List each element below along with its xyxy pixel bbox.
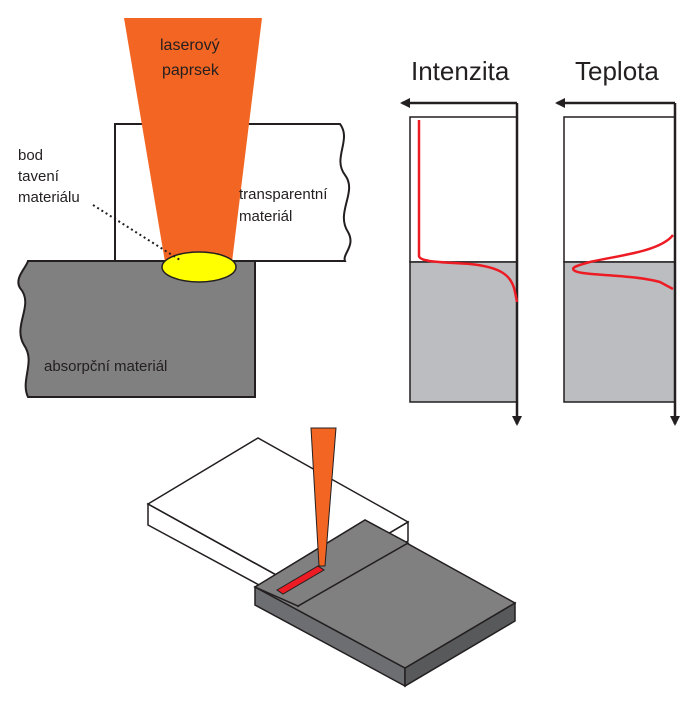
intensity-lower-region bbox=[409, 261, 518, 403]
temperature-lower-region bbox=[563, 261, 676, 403]
laser-beam-small bbox=[310, 427, 337, 567]
absorbing-material-block bbox=[17, 260, 256, 398]
absorbing-label: absorpční materiál bbox=[44, 358, 167, 375]
beam-label-line2: paprsek bbox=[162, 62, 220, 79]
melt-label-line1: bod bbox=[18, 147, 43, 164]
intensity-title: Intenzita bbox=[411, 56, 510, 86]
melt-label-line2: tavení bbox=[18, 168, 60, 185]
transparent-label-line2: materiál bbox=[239, 208, 292, 225]
weld-seam bbox=[276, 565, 325, 595]
isometric-illustration bbox=[146, 427, 517, 688]
temperature-graph: Teplota bbox=[555, 56, 680, 426]
melt-point-leader bbox=[92, 204, 181, 261]
intensity-graph: Intenzita bbox=[400, 56, 522, 426]
melt-point bbox=[161, 251, 237, 283]
intensity-curve bbox=[417, 120, 519, 303]
intensity-upper-region bbox=[409, 116, 518, 263]
temperature-upper-region bbox=[563, 116, 676, 263]
temperature-title: Teplota bbox=[575, 56, 659, 86]
laser-beam bbox=[124, 18, 262, 262]
melt-label-line3: materiálu bbox=[18, 189, 80, 206]
transparent-label-line1: transparentní bbox=[239, 186, 328, 203]
cross-section: laserový paprsek bod tavení materiálu tr… bbox=[17, 18, 352, 398]
beam-label-line1: laserový bbox=[160, 37, 220, 54]
temperature-curve bbox=[571, 234, 674, 291]
